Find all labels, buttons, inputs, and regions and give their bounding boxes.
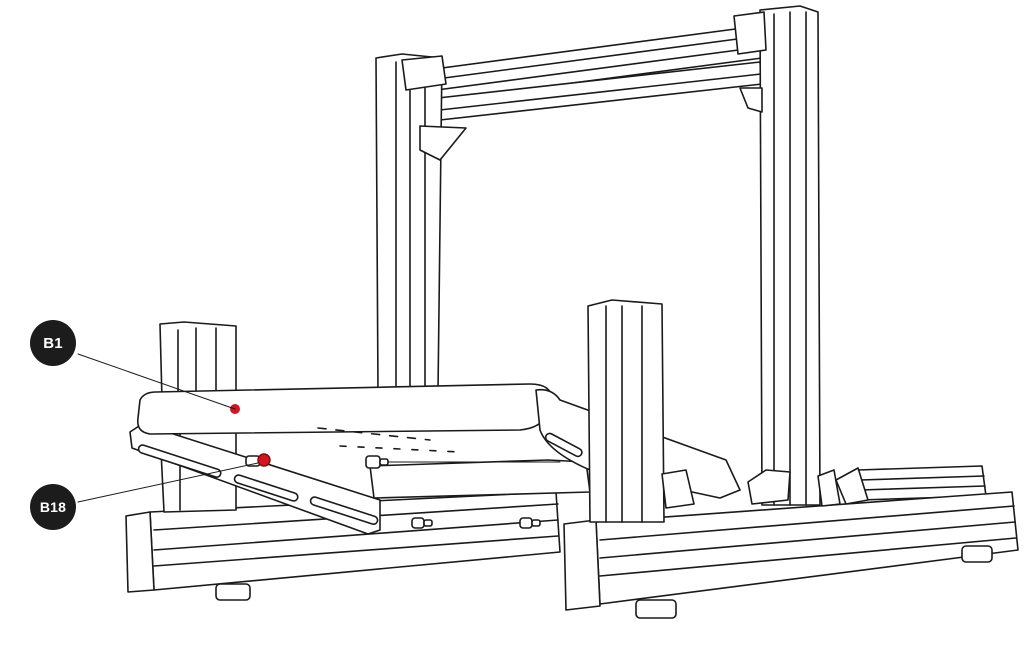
b18-marker <box>257 453 271 467</box>
right-base-rail <box>563 491 1019 619</box>
left-angle-bracket <box>419 125 467 161</box>
b1-leader-line <box>77 353 236 410</box>
right-rail-end-cap <box>563 519 601 611</box>
plate-bolt <box>365 455 389 469</box>
hole-row <box>317 427 431 441</box>
base-bracket <box>661 469 695 509</box>
right-angle-bracket <box>739 87 763 113</box>
flange-slot <box>137 444 222 478</box>
pedal-plate <box>129 383 741 535</box>
left-rail-foot <box>215 583 251 601</box>
front-right-upright <box>587 299 665 523</box>
flange-slot <box>544 432 583 458</box>
callout-b18: B18 <box>30 484 76 530</box>
callout-b1: B1 <box>30 320 76 366</box>
b18-leader-line <box>77 462 259 503</box>
left-base-rail <box>125 491 561 601</box>
base-brackets <box>661 469 841 509</box>
base-bracket <box>817 469 841 507</box>
right-top-bracket <box>733 11 767 55</box>
left-rear-upright <box>375 53 443 393</box>
pedal-plate-top <box>136 383 553 435</box>
flange-slot <box>233 474 299 502</box>
hole-row <box>339 445 461 453</box>
left-rail-end-cap <box>125 511 155 593</box>
b18-bolt <box>245 453 271 467</box>
rail-end-bracket <box>835 467 869 505</box>
rear-frame <box>375 5 821 506</box>
pedal-plate-front <box>369 459 591 499</box>
right-rail-foot <box>961 545 993 563</box>
rail-bolt <box>411 517 433 529</box>
base-bracket <box>747 469 791 505</box>
flange-slot <box>309 496 379 525</box>
rail-bolt <box>519 517 541 529</box>
left-top-bracket <box>401 55 447 91</box>
right-rail-foot <box>635 599 677 619</box>
